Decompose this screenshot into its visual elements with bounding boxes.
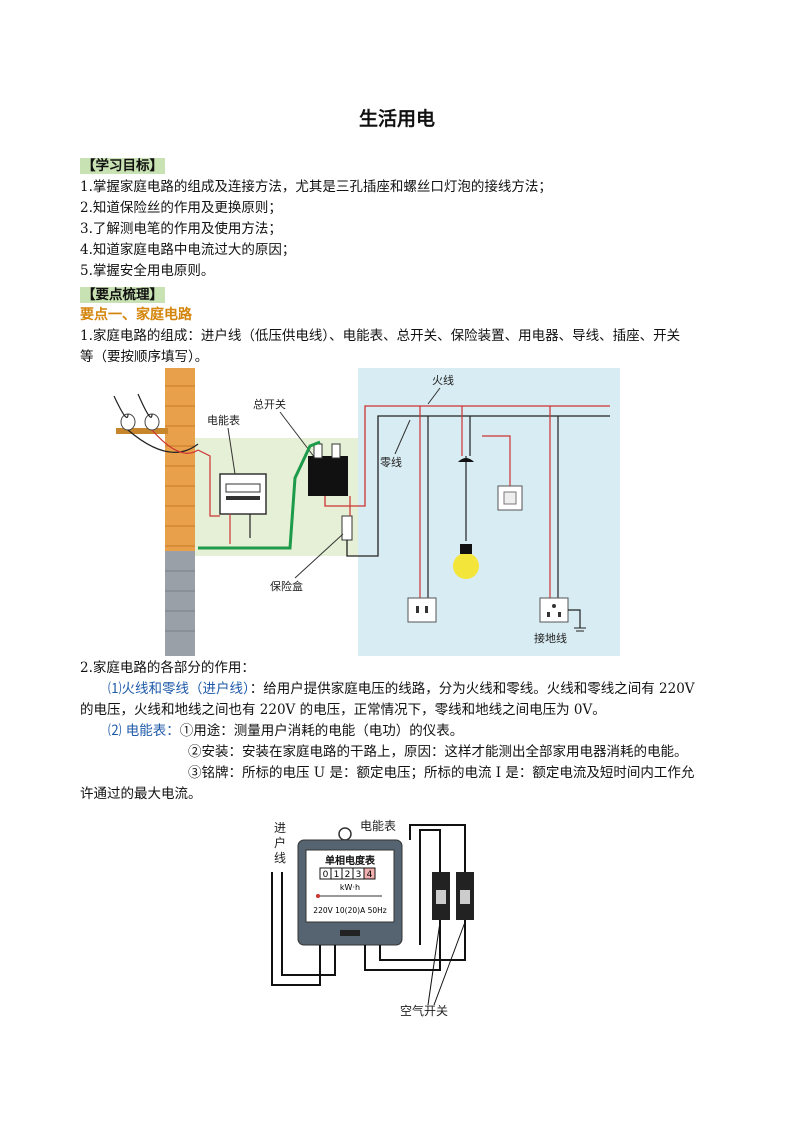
paragraph-composition-1: 1.家庭电路的组成：进户线（低压供电线）、电能表、总开关、保险装置、用电器、导线… bbox=[80, 328, 681, 344]
label-meter-2: 电能表 bbox=[360, 819, 396, 833]
meter-panel-title: 单相电度表 bbox=[325, 854, 376, 867]
meter-digit-0: 0 bbox=[323, 870, 329, 880]
label-incoming-line-1: 进 bbox=[274, 821, 286, 835]
section2-intro: 2.家庭电路的各部分的作用： bbox=[80, 660, 255, 676]
meter-breaker-diagram: 进 户 线 电能表 单相电度表 0 1 2 3 4 kW·h 220V 10(2… bbox=[271, 819, 474, 1018]
objective-item-2: 2.知道保险丝的作用及更换原则； bbox=[80, 200, 282, 216]
meter-digit-1: 1 bbox=[334, 870, 340, 880]
meter-digit-3: 3 bbox=[356, 870, 362, 880]
meter-install: ②安装：安装在家庭电路的干路上，原因：这样才能测出全部家用电器消耗的电能。 bbox=[188, 744, 688, 760]
label-live-wire: 火线 bbox=[432, 373, 454, 387]
meter-plate-1: ③铭牌：所标的电压 U 是：额定电压；所标的电流 I 是：额定电流及短时间内工作… bbox=[188, 765, 695, 781]
label-fuse-box: 保险盒 bbox=[270, 579, 303, 593]
label-ground-wire: 接地线 bbox=[534, 631, 567, 645]
meter-plate-2: 许通过的最大电流。 bbox=[80, 786, 202, 802]
objective-item-1: 1.掌握家庭电路的组成及连接方法，尤其是三孔插座和螺丝口灯泡的接线方法； bbox=[80, 179, 552, 195]
meter-digit-4: 4 bbox=[367, 870, 373, 880]
wires-paragraph-1: ⑴火线和零线（进户线）：给用户提供家庭电压的线路，分为火线和零线。火线和零线之间… bbox=[108, 681, 695, 697]
label-breaker: 空气开关 bbox=[400, 1003, 448, 1018]
wires-label: ⑴火线和零线（进户线） bbox=[108, 681, 250, 697]
objectives-heading: 【学习目标】 bbox=[80, 158, 165, 174]
household-circuit-diagram: 电能表 总开关 保险盒 火线 零线 接地线 bbox=[113, 368, 620, 656]
label-meter: 电能表 bbox=[207, 413, 240, 427]
label-main-switch: 总开关 bbox=[253, 397, 286, 411]
label-incoming-line-2: 户 bbox=[274, 835, 286, 850]
label-incoming-line-3: 线 bbox=[274, 851, 286, 865]
label-neutral-wire: 零线 bbox=[380, 455, 402, 469]
meter-rating: 220V 10(20)A 50Hz bbox=[313, 906, 386, 915]
keypoints-heading: 【要点梳理】 bbox=[80, 287, 165, 303]
keypoint-1-heading: 要点一、家庭电路 bbox=[80, 307, 192, 323]
meter-use: ⑵ 电能表：①用途：测量用户消耗的电能（电功）的仪表。 bbox=[108, 723, 464, 739]
meter-unit: kW·h bbox=[340, 883, 360, 892]
objective-item-3: 3.了解测电笔的作用及使用方法； bbox=[80, 221, 282, 237]
page-title: 生活用电 bbox=[358, 108, 435, 130]
meter-digit-2: 2 bbox=[345, 870, 351, 880]
wires-paragraph-2: 的电压，火线和地线之间也有 220V 的电压，正常情况下，零线和地线之间电压为 … bbox=[80, 702, 606, 718]
objective-item-5: 5.掌握安全用电原则。 bbox=[80, 263, 215, 279]
paragraph-composition-2: 等（要按顺序填写）。 bbox=[80, 349, 209, 365]
objective-item-4: 4.知道家庭电路中电流过大的原因； bbox=[80, 242, 296, 258]
